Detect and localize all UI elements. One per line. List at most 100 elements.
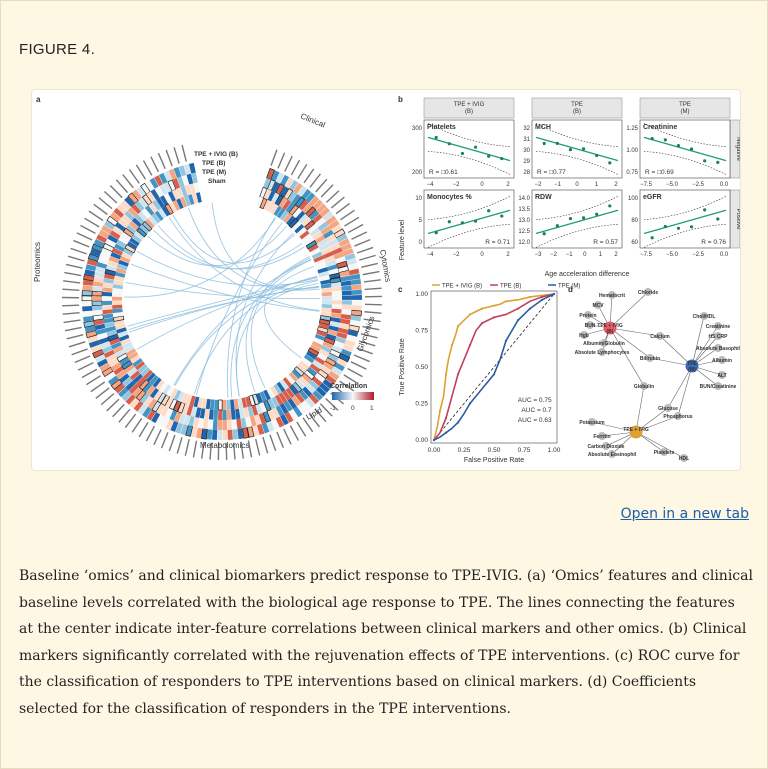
network-hub-label: TPE + IVIG — [597, 323, 623, 329]
heatmap-cell — [208, 409, 214, 420]
feature-tick — [138, 421, 149, 438]
feature-tick — [364, 303, 382, 306]
feature-tick — [64, 326, 82, 332]
feature-tick — [63, 280, 81, 284]
heatmap-cell — [231, 419, 238, 430]
heatmap-cell — [336, 233, 348, 243]
heatmap-cell — [276, 207, 286, 219]
heatmap-cell — [319, 207, 331, 218]
feature-tick — [354, 238, 371, 247]
heatmap-cell — [113, 279, 124, 286]
open-in-new-tab-link[interactable]: Open in a new tab — [620, 506, 749, 522]
heatmap-cell — [307, 224, 318, 234]
heatmap-cell — [159, 382, 168, 393]
heatmap-cell — [296, 227, 307, 237]
feature-tick — [71, 348, 88, 356]
network-hub — [629, 425, 643, 439]
heatmap-cell — [105, 238, 117, 248]
heatmap-cell — [131, 217, 142, 228]
correlation-chord — [194, 280, 319, 395]
heatmap-cell — [166, 386, 175, 397]
heatmap-cell — [322, 378, 334, 389]
subplot-r-value: R = 0.57 — [593, 239, 618, 246]
heatmap-cell — [93, 276, 105, 283]
heatmap-cell — [118, 218, 129, 228]
heatmap-cell — [200, 428, 208, 440]
heatmap-cell — [107, 260, 119, 268]
feature-tick — [269, 434, 277, 451]
heatmap-cell — [350, 315, 362, 322]
heatmap-cell — [331, 366, 343, 376]
data-point — [568, 148, 573, 152]
heatmap-cell — [295, 379, 306, 390]
heatmap-cell — [154, 175, 164, 187]
roc-y-tick: 0.75 — [415, 328, 428, 335]
feature-tick — [128, 169, 140, 184]
heatmap-cell — [82, 279, 94, 286]
heatmap-cell — [337, 327, 349, 335]
heatmap-cell — [309, 344, 321, 353]
panel-b-label: b — [398, 95, 403, 104]
x-tick-label: −1 — [554, 182, 562, 188]
network-node-label: Carbon Dioxide — [588, 444, 625, 450]
heatmap-cell — [342, 344, 354, 353]
network-node — [644, 288, 652, 296]
facet-header-text: TPE + IVIG — [454, 102, 485, 108]
heatmap-cell — [305, 383, 316, 394]
x-tick-label: 2 — [614, 252, 618, 258]
heatmap-cell — [178, 413, 187, 425]
heatmap-cell — [302, 203, 313, 214]
heatmap-cell — [127, 351, 139, 361]
heatmap-cell — [335, 336, 346, 344]
network-node — [718, 371, 726, 379]
feature-tick — [62, 311, 80, 315]
heatmap-cell — [239, 407, 245, 419]
heatmap-cell — [270, 203, 279, 215]
feature-tick — [339, 380, 355, 392]
feature-tick — [112, 403, 125, 418]
network-node-label: BUN/Creatinine — [700, 384, 737, 390]
heatmap-cell — [169, 409, 178, 421]
data-point — [500, 214, 504, 218]
heatmap-cell — [133, 400, 144, 412]
heatmap-cell — [102, 282, 114, 288]
network-node-label: Creatinine — [706, 324, 731, 330]
roc-x-tick: 0.00 — [428, 447, 441, 454]
data-point — [447, 220, 451, 224]
heatmap-cell — [330, 317, 341, 323]
heatmap-cell — [176, 198, 184, 210]
feature-tick — [85, 375, 102, 386]
heatmap-cell — [141, 208, 152, 219]
heatmap-cell — [298, 376, 309, 387]
x-tick-label: −5.0 — [666, 182, 679, 188]
feature-tick — [157, 152, 166, 170]
heatmap-cell — [324, 255, 335, 263]
network-node-label: Albumin/Globulin — [583, 341, 625, 347]
heatmap-cell — [173, 167, 182, 179]
network-node-label: Ferritin — [593, 434, 610, 440]
x-tick-label: −2 — [453, 182, 461, 188]
feature-tick — [103, 190, 118, 204]
heatmap-cell — [259, 391, 268, 402]
heatmap-cell — [116, 327, 127, 334]
legend-title: Correlation — [330, 383, 367, 390]
heatmap-cell — [321, 296, 332, 300]
heatmap-cell — [182, 403, 190, 415]
heatmap-cell — [164, 407, 174, 419]
heatmap-cell — [113, 315, 125, 322]
y-tick-label: 0.75 — [626, 170, 638, 176]
heatmap-cell — [338, 238, 350, 247]
heatmap-cell — [287, 398, 297, 409]
heatmap-cell — [101, 225, 113, 235]
heatmap-cell — [271, 170, 280, 182]
heatmap-cell — [150, 188, 160, 200]
heatmap-cell — [95, 328, 107, 336]
heatmap-cell — [102, 309, 113, 315]
heatmap-cell — [237, 398, 244, 409]
heatmap-cell — [308, 244, 319, 253]
heatmap-cell — [321, 291, 332, 297]
heatmap-cell — [211, 429, 218, 440]
heatmap-cell — [321, 304, 332, 309]
data-point — [487, 209, 491, 213]
